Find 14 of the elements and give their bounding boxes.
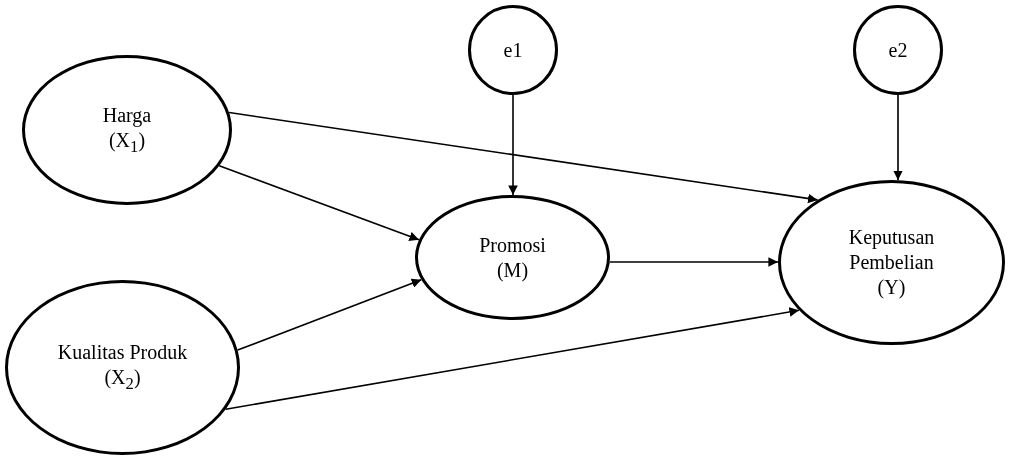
- node-label: e1: [503, 37, 523, 63]
- node-label: (X$_{2}$): [104, 365, 141, 395]
- arrow: [508, 94, 518, 196]
- node-label: e2: [888, 37, 908, 63]
- arrow: [608, 257, 779, 267]
- node-label: Harga: [102, 102, 152, 128]
- node-label: (X$_{1}$): [108, 127, 146, 158]
- node-label: Keputusan Pembelian: [847, 225, 936, 275]
- node-label: Kualitas Produk: [57, 340, 188, 366]
- arrow: [893, 94, 903, 181]
- arrow: [228, 111, 819, 204]
- node-label: (M): [496, 257, 529, 283]
- node-label: (Y): [877, 275, 906, 300]
- node-label: Promosi: [479, 232, 546, 258]
